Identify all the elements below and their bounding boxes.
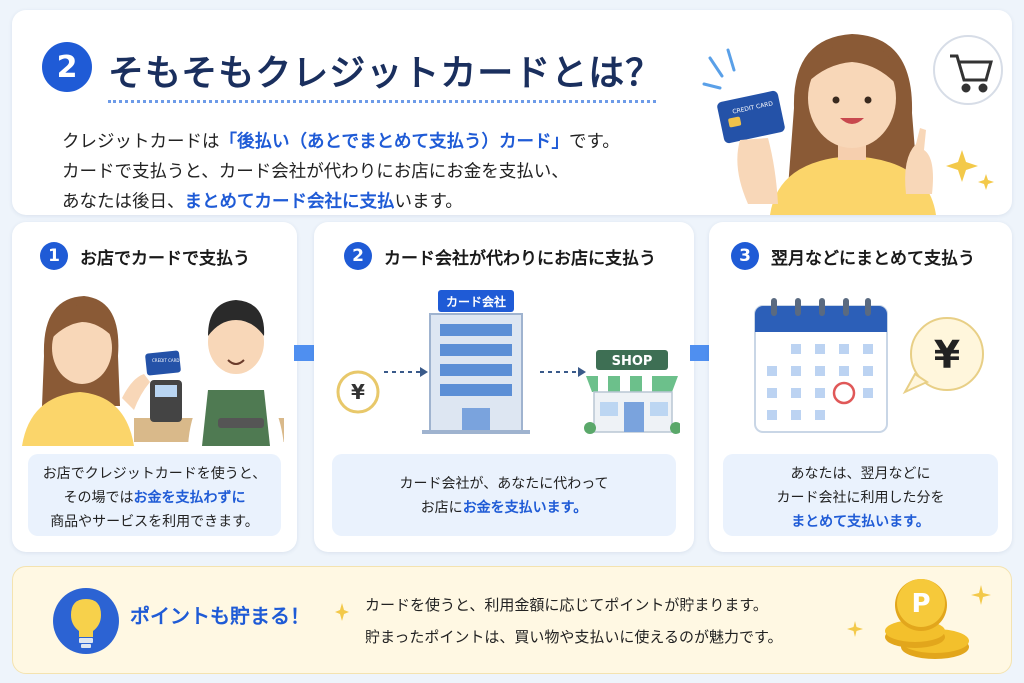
desc-text: です。 bbox=[568, 132, 620, 152]
yen-bubble-icon bbox=[910, 317, 984, 391]
coin-letter: P bbox=[911, 589, 930, 619]
step-2-header: 2 カード会社が代わりにお店に支払う bbox=[344, 242, 656, 270]
tip-line: カードを使うと、利用金額に応じてポイントが貯まります。 bbox=[365, 596, 768, 614]
step-title: カード会社が代わりにお店に支払う bbox=[384, 248, 656, 269]
lightbulb-icon bbox=[53, 588, 119, 654]
step-2-description: カード会社が、あなたに代わって お店にお金を支払います。 bbox=[332, 454, 676, 536]
shopping-cart-icon bbox=[950, 54, 993, 93]
building-label: カード会社 bbox=[446, 294, 506, 309]
yen-coin-icon bbox=[336, 370, 380, 414]
desc-highlight: 「後払い（あとでまとめて支払う）カード」 bbox=[219, 132, 569, 152]
shop-sign bbox=[596, 350, 668, 370]
sparkle-lines-icon bbox=[702, 48, 736, 90]
calendar-yen-illustration: ¥ bbox=[754, 298, 984, 433]
yen-symbol: ¥ bbox=[351, 380, 365, 404]
cart-bubble bbox=[933, 35, 1003, 105]
card-company-to-shop-illustration: ¥ カード会社 SHOP bbox=[336, 290, 680, 434]
step-2-panel: 2 カード会社が代わりにお店に支払う ¥ カード会社 SHOP カード会社が、あ… bbox=[314, 222, 694, 552]
dotted-arrow-icon bbox=[578, 367, 586, 377]
header-desc-line-3: あなたは後日、まとめてカード会社に支払います。 bbox=[62, 187, 620, 217]
desc-text: その場では bbox=[63, 490, 134, 506]
store-payment-illustration: CREDIT CARD bbox=[22, 296, 284, 446]
sparkle-icon bbox=[946, 150, 978, 182]
desc-line: カード会社が、あなたに代わって bbox=[399, 476, 609, 492]
shop-awning bbox=[586, 376, 678, 392]
coins-icon: P bbox=[847, 579, 991, 659]
section-number-badge: 2 bbox=[42, 42, 92, 92]
desc-line: お店でクレジットカードを使うと、 bbox=[42, 466, 267, 482]
step-1-description: お店でクレジットカードを使うと、 その場ではお金を支払わずに 商品やサービスを利… bbox=[28, 454, 281, 536]
tip-title: ポイントも貯まる！ bbox=[130, 604, 310, 628]
credit-card-icon bbox=[717, 90, 785, 144]
sparkle-icon bbox=[335, 603, 349, 621]
header-description: クレジットカードは「後払い（あとでまとめて支払う）カード」です。 カードで支払う… bbox=[62, 127, 620, 217]
step-3-panel: 3 翌月などにまとめて支払う ¥ あなたは、翌月などに カード会社に利用した分を… bbox=[709, 222, 1012, 552]
credit-card-icon bbox=[145, 350, 181, 376]
step-title: 翌月などにまとめて支払う bbox=[771, 248, 975, 269]
desc-line: その場ではお金を支払わずに bbox=[38, 486, 271, 510]
step-1-header: 1 お店でカードで支払う bbox=[40, 242, 250, 270]
sparkle-icon bbox=[971, 585, 991, 605]
step-number-badge: 3 bbox=[731, 242, 759, 270]
header-panel: 2 そもそもクレジットカードとは？ クレジットカードは「後払い（あとでまとめて支… bbox=[12, 10, 1012, 215]
dotted-arrow-icon bbox=[420, 367, 428, 377]
shop-label: SHOP bbox=[612, 354, 653, 369]
step-3-header: 3 翌月などにまとめて支払う bbox=[731, 242, 975, 270]
desc-line: カード会社に利用した分を bbox=[776, 490, 945, 506]
step-number-badge: 2 bbox=[344, 242, 372, 270]
header-desc-line-2: カードで支払うと、カード会社が代わりにお店にお金を支払い、 bbox=[62, 162, 569, 182]
desc-text: お店に bbox=[420, 500, 463, 516]
points-tip-panel: ポイントも貯まる！ カードを使うと、利用金額に応じてポイントが貯まります。 貯ま… bbox=[12, 566, 1012, 674]
desc-text: あなたは後日、 bbox=[62, 192, 185, 212]
sparkle-icon bbox=[847, 621, 863, 637]
header-desc-line-1: クレジットカードは「後払い（あとでまとめて支払う）カード」です。 bbox=[62, 127, 620, 157]
tip-line: 貯まったポイントは、買い物や支払いに使えるのが魅力です。 bbox=[365, 628, 783, 646]
sparkle-icon bbox=[978, 174, 994, 190]
desc-highlight: まとめて支払います。 bbox=[791, 514, 930, 530]
page-title: そもそもクレジットカードとは？ bbox=[108, 53, 663, 94]
desc-highlight: まとめてカード会社に支払 bbox=[184, 192, 395, 212]
step-number-badge: 1 bbox=[40, 242, 68, 270]
desc-text: います。 bbox=[394, 192, 463, 212]
step-3-description: あなたは、翌月などに カード会社に利用した分を まとめて支払います。 bbox=[723, 454, 998, 536]
desc-line: お店にお金を支払います。 bbox=[342, 496, 666, 520]
step-1-panel: 1 お店でカードで支払う CREDIT CARD お店でクレジットカードを使うと… bbox=[12, 222, 297, 552]
desc-line: あなたは、翌月などに bbox=[790, 466, 931, 482]
step-title: お店でカードで支払う bbox=[80, 248, 250, 269]
tip-description: カードを使うと、利用金額に応じてポイントが貯まります。 貯まったポイントは、買い… bbox=[365, 589, 782, 653]
card-label: CREDIT CARD bbox=[152, 358, 179, 363]
desc-highlight: お金を支払わずに bbox=[133, 490, 246, 506]
desc-text: クレジットカードは bbox=[62, 132, 220, 152]
woman-with-card-illustration: CREDIT CARD bbox=[702, 34, 1003, 215]
title-underline bbox=[108, 100, 656, 103]
marked-date-icon bbox=[832, 381, 856, 405]
desc-line: 商品やサービスを利用できます。 bbox=[50, 514, 259, 530]
desc-highlight: お金を支払います。 bbox=[462, 500, 588, 516]
yen-symbol: ¥ bbox=[934, 333, 960, 377]
